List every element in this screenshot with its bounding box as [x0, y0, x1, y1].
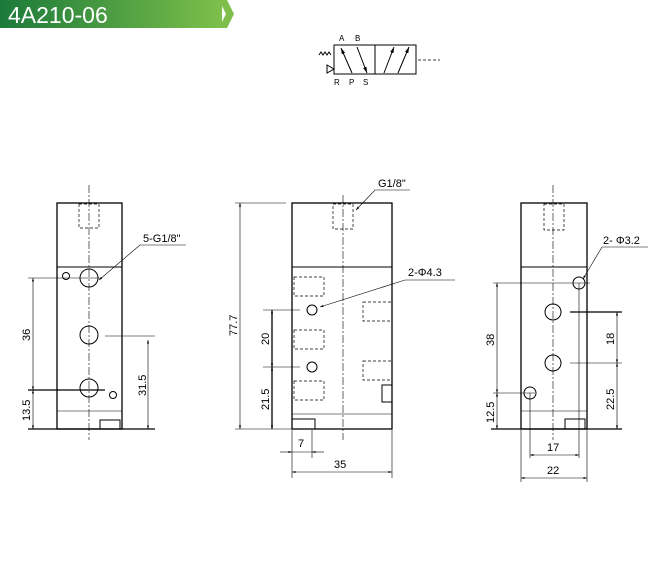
dim-21-5: 21.5: [260, 389, 272, 410]
dim-17: 17: [547, 442, 559, 454]
front-view: 77.7 20 21.5 7 35 G1/8" 2-Φ4.3: [228, 178, 455, 478]
title-banner: 4A210-06: [0, 0, 234, 28]
dim-20: 20: [260, 333, 272, 345]
port-s-label: S: [363, 78, 368, 87]
port-a-label: A: [339, 34, 345, 43]
dim-35: 35: [334, 459, 346, 471]
callout-g18: G1/8": [378, 178, 406, 190]
callout-mount-holes: 2-Φ4.3: [408, 267, 442, 279]
left-view: 36 13.5 31.5 5-G1/8": [21, 185, 186, 440]
callout-ports: 5-G1/8": [143, 233, 181, 245]
dim-18: 18: [605, 333, 617, 345]
port-p-label: P: [349, 78, 354, 87]
dim-36: 36: [21, 329, 33, 341]
dim-13-5: 13.5: [21, 400, 33, 421]
dim-77-7: 77.7: [228, 315, 240, 336]
valve-symbol: A B R P S: [318, 34, 440, 87]
dim-38: 38: [485, 334, 497, 346]
dim-7: 7: [298, 438, 304, 450]
port-b-label: B: [355, 34, 360, 43]
port-r-label: R: [334, 78, 340, 87]
right-view: 38 12.5 18 22.5 17 22 2- Φ3.2: [485, 185, 648, 482]
dim-22: 22: [547, 465, 559, 477]
callout-holes-3-2: 2- Φ3.2: [603, 235, 640, 247]
model-title: 4A210-06: [8, 2, 108, 28]
dim-12-5: 12.5: [485, 402, 497, 423]
dim-31-5: 31.5: [137, 375, 149, 396]
dim-22-5: 22.5: [605, 389, 617, 410]
